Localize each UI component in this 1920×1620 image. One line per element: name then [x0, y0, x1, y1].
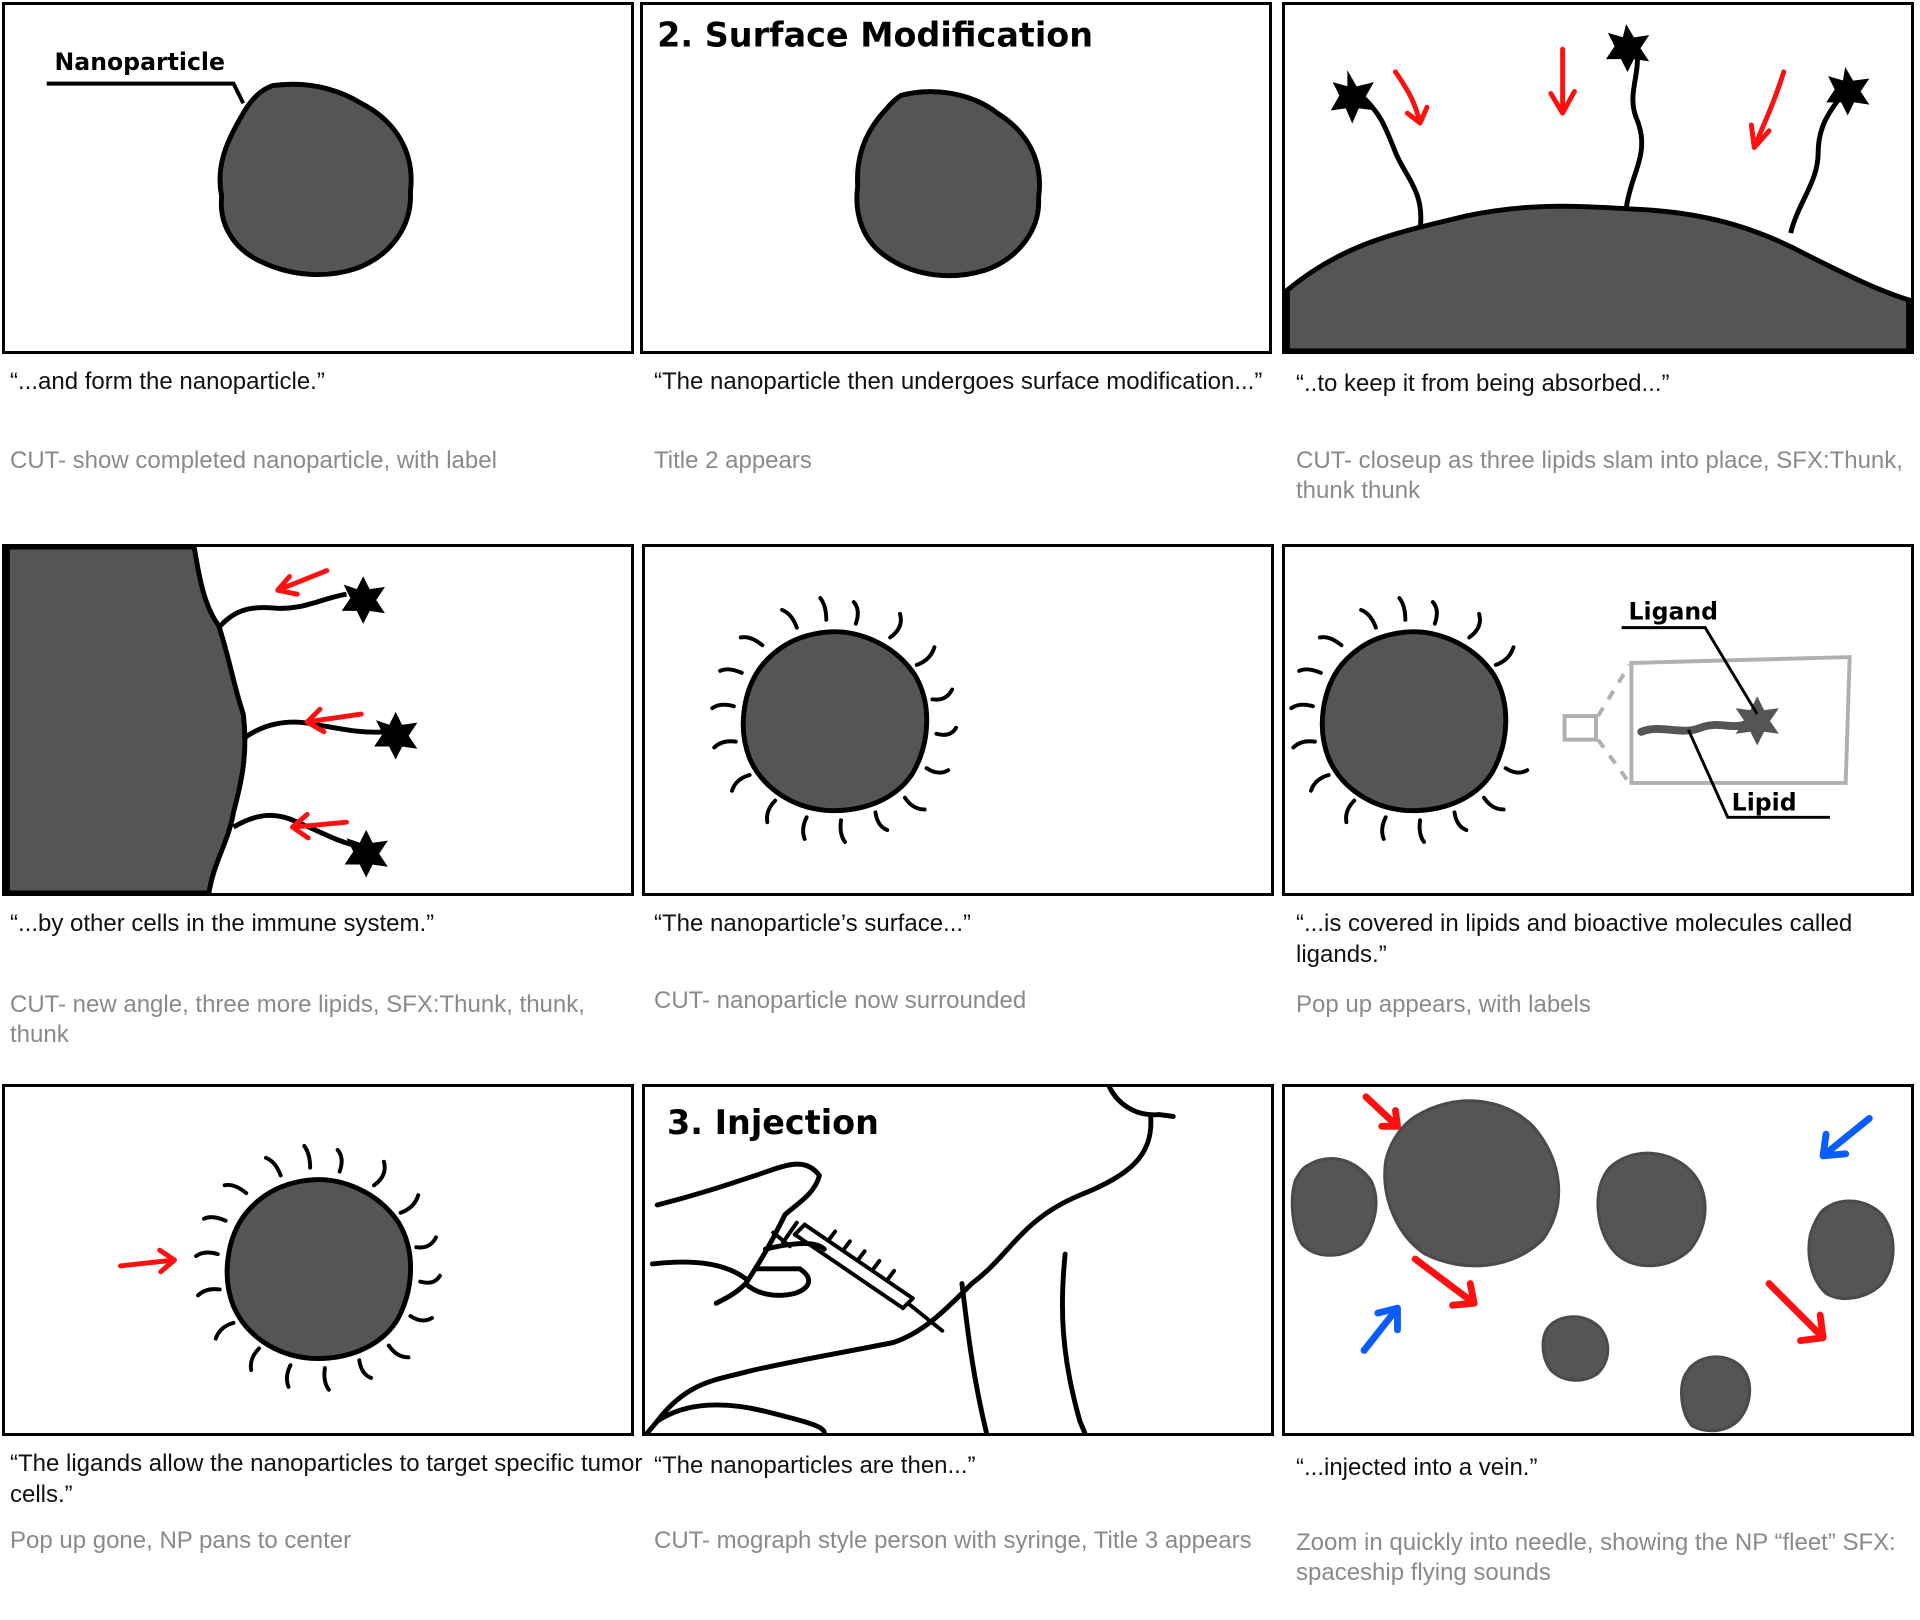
- zoom-box: [1562, 714, 1598, 742]
- fleet-particle: [1383, 1099, 1561, 1268]
- ligand-label: Ligand: [1628, 598, 1718, 626]
- nanoparticle: [854, 89, 1042, 279]
- popup-callout: [1562, 655, 1852, 785]
- nanoparticle-fleet: [1290, 1099, 1895, 1433]
- fleet-particle: [1290, 1157, 1378, 1257]
- lipid-tail: [216, 591, 347, 630]
- panel-8-frame: 3. Injection: [642, 1084, 1274, 1436]
- panel-2-caption: “The nanoparticle then undergoes surface…: [654, 368, 1263, 395]
- panel-7-note: Pop up gone, NP pans to center: [10, 1527, 352, 1554]
- nanoparticle-label: Nanoparticle: [55, 48, 225, 76]
- ligand-star: [344, 829, 388, 878]
- panel-1-frame: Nanoparticle: [2, 2, 634, 354]
- ligand-star: [374, 711, 418, 760]
- blue-arrow: [1360, 1304, 1401, 1354]
- lipid-label: Lipid: [1732, 788, 1797, 816]
- panel-2-note: Title 2 appears: [654, 447, 812, 474]
- red-arrow: [1362, 1093, 1401, 1130]
- popup-lipid: [1637, 718, 1754, 736]
- panel-2-frame: 2. Surface Modification: [640, 2, 1272, 354]
- fleet-particle: [1680, 1355, 1752, 1433]
- red-arrow: [1548, 46, 1577, 116]
- panel-3-note: CUT- closeup as three lipids slam into p…: [1296, 447, 1903, 504]
- panel-6-caption: “...is covered in lipids and bioactive m…: [1296, 910, 1853, 968]
- panel-7-caption: “The ligands allow the nanoparticles to …: [10, 1450, 643, 1508]
- red-arrow: [304, 706, 364, 735]
- panel-3-drawing: [1285, 24, 1911, 351]
- red-arrow: [289, 811, 349, 841]
- panel-9-caption: “...injected into a vein.”: [1296, 1454, 1538, 1481]
- panel-7-drawing: [117, 1144, 442, 1392]
- panel-8-caption: “The nanoparticles are then...”: [654, 1452, 976, 1479]
- syringe: [771, 1220, 945, 1333]
- panel-9-note: Zoom in quickly into needle, showing the…: [1296, 1529, 1896, 1586]
- panel-4-drawing: [5, 547, 418, 893]
- label-leader-line: [46, 81, 246, 105]
- panel-6-frame: Ligand Lipid: [1282, 544, 1914, 896]
- panel-5-caption: “The nanoparticle’s surface...”: [654, 910, 972, 937]
- panel-7-frame: [2, 1084, 634, 1436]
- panel-9-drawing: [1290, 1093, 1895, 1433]
- coated-nanoparticle: [1289, 596, 1530, 844]
- red-arrow: [117, 1247, 177, 1275]
- coated-nanoparticle: [710, 596, 958, 844]
- ligand-star: [1605, 24, 1650, 73]
- panel-4-caption: “...by other cells in the immune system.…: [10, 910, 435, 937]
- hand-outline: [649, 1161, 827, 1306]
- lipid-tail: [1624, 48, 1645, 207]
- red-arrow: [1411, 1255, 1478, 1309]
- fleet-particle: [1541, 1315, 1610, 1382]
- panel-8-drawing: 3. Injection: [645, 1087, 1176, 1433]
- title-2: 2. Surface Modification: [657, 15, 1093, 54]
- panel-8-note: CUT- mograph style person with syringe, …: [654, 1527, 1252, 1554]
- panel-4-frame: [2, 544, 634, 896]
- panel-5-drawing: [710, 596, 958, 844]
- panel-5-note: CUT- nanoparticle now surrounded: [654, 987, 1027, 1014]
- panel-2-drawing: 2. Surface Modification: [657, 15, 1093, 279]
- ligand-star: [341, 576, 385, 624]
- panel-1-note: CUT- show completed nanoparticle, with l…: [10, 447, 497, 474]
- panel-1-drawing: Nanoparticle: [46, 48, 414, 278]
- nanoparticle-surface: [1285, 203, 1911, 351]
- panel-9-frame: [1282, 1084, 1914, 1436]
- ligand-leader-line: [1621, 626, 1759, 715]
- panel-5-frame: [642, 544, 1274, 896]
- panel-3-caption: “..to keep it from being absorbed...”: [1296, 370, 1670, 397]
- fleet-particle: [1596, 1151, 1707, 1268]
- panel-6-note: Pop up appears, with labels: [1296, 991, 1591, 1018]
- red-arrow: [275, 568, 330, 597]
- nanoparticle: [217, 81, 414, 278]
- popup-box: [1629, 655, 1852, 785]
- coated-nanoparticle: [194, 1144, 442, 1392]
- title-3: 3. Injection: [667, 1103, 879, 1142]
- lipid-tail: [1359, 93, 1424, 230]
- popup-ligand: [1735, 696, 1779, 746]
- fleet-particle: [1807, 1199, 1895, 1300]
- ligand-star: [1330, 70, 1377, 124]
- red-arrow: [1765, 1280, 1827, 1345]
- lipid-tail: [1788, 92, 1845, 234]
- ligand-star: [1826, 67, 1870, 116]
- nanoparticle-surface: [5, 547, 248, 893]
- panel-3-frame: [1282, 2, 1914, 354]
- panel-4-note: CUT- new angle, three more lipids, SFX:T…: [10, 991, 585, 1048]
- red-arrow: [1748, 69, 1787, 150]
- panel-1-caption: “...and form the nanoparticle.”: [10, 368, 325, 395]
- person-outline: [645, 1087, 1176, 1433]
- panel-6-drawing: Ligand Lipid: [1289, 596, 1852, 844]
- blue-arrow: [1819, 1115, 1873, 1160]
- lipid-leader-line: [1687, 729, 1830, 819]
- red-arrow: [1393, 69, 1430, 126]
